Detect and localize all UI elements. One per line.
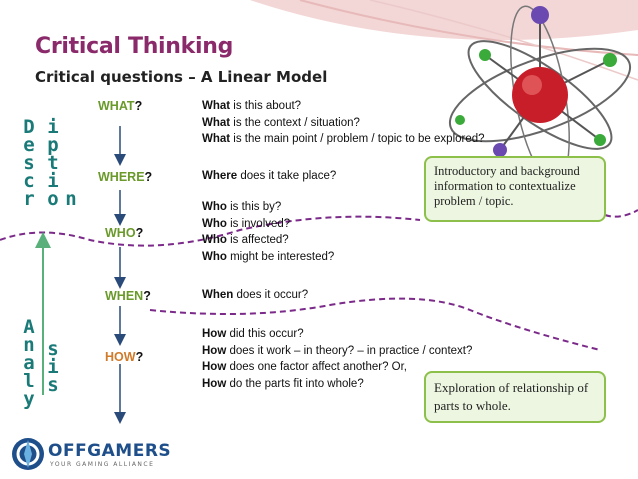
- question-how: HOW?: [105, 350, 144, 364]
- note-introductory: Introductory and background information …: [424, 156, 606, 222]
- text-line: Where does it take place?: [202, 170, 337, 182]
- question-who: WHO?: [105, 226, 144, 240]
- when-lines: When does it occur?: [202, 289, 308, 306]
- logo-name: OFFGAMERS: [48, 441, 172, 461]
- question-where: WHERE?: [98, 170, 153, 184]
- page-title: Critical Thinking: [35, 34, 234, 59]
- page-subtitle: Critical questions – A Linear Model: [35, 68, 328, 86]
- question-what: WHAT?: [98, 99, 143, 113]
- logo-emblem-icon: [12, 438, 44, 470]
- what-lines: What is this about? What is the context …: [202, 100, 485, 150]
- dashed-divider-top: [0, 215, 421, 247]
- text-line: How does it work – in theory? – in pract…: [202, 344, 473, 357]
- question-when: WHEN?: [105, 289, 151, 303]
- dashed-divider-right: [604, 209, 638, 218]
- text-line: How did this occur?: [202, 328, 304, 340]
- text-line: Who might be interested?: [202, 250, 335, 263]
- where-lines: Where does it take place?: [202, 170, 336, 187]
- atom-illustration: [448, 5, 632, 175]
- how-lines: How did this occur? How does it work – i…: [202, 328, 472, 394]
- text-line: Who is affected?: [202, 234, 289, 246]
- who-lines: Who is this by? Who is involved? Who is …: [202, 201, 334, 267]
- description-label-col3: n: [65, 188, 77, 210]
- text-line: When does it occur?: [202, 289, 309, 301]
- text-line: What is the context / situation?: [202, 116, 360, 129]
- logo-tagline: YOUR GAMING ALLIANCE: [50, 461, 155, 468]
- text-line: How do the parts fit into whole?: [202, 377, 364, 390]
- text-line: Who is involved?: [202, 217, 291, 230]
- text-line: How does one factor affect another? Or,: [202, 361, 407, 373]
- text-line: Who is this by?: [202, 201, 282, 213]
- text-line: What is the main point / problem / topic…: [202, 133, 485, 145]
- text-line: What is this about?: [202, 100, 302, 112]
- note-exploration: Exploration of relationship of parts to …: [424, 371, 606, 423]
